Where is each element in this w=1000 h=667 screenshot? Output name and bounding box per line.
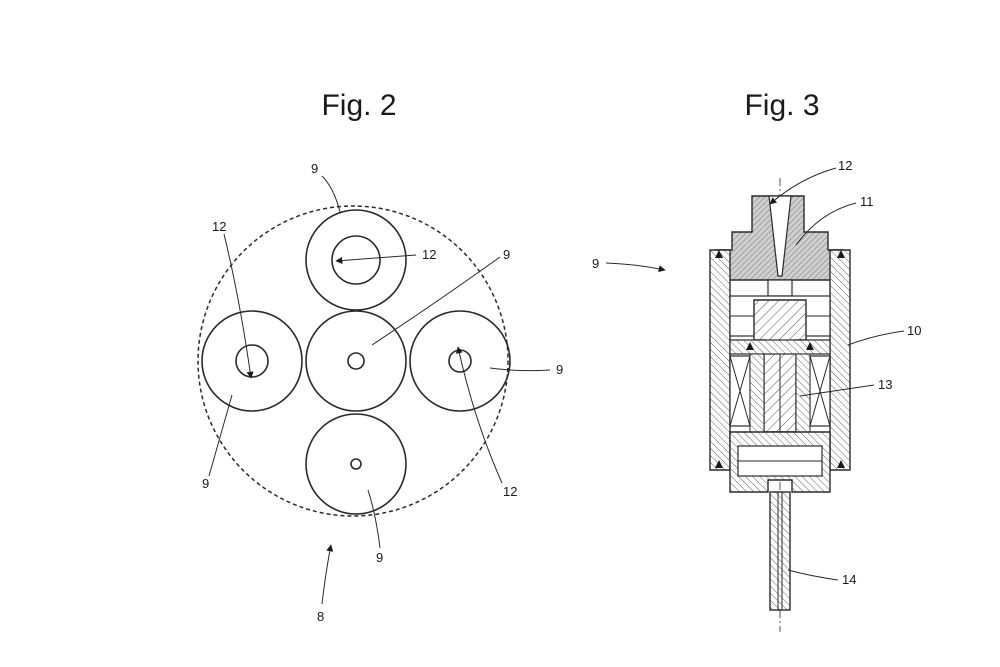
leader-center-9 <box>371 256 501 346</box>
leader-bottom-9 <box>367 489 381 549</box>
label-left-12: 12 <box>212 219 226 234</box>
label-ref-14: 14 <box>842 572 856 587</box>
inner-sleeve-right <box>795 353 811 433</box>
nozzle-bore <box>768 195 792 277</box>
leader-assembly-8 <box>321 544 334 605</box>
label-top-9: 9 <box>311 161 318 176</box>
leader-right-9 <box>489 367 551 372</box>
coil-right <box>809 355 831 427</box>
assembly-outline-dashed <box>197 205 509 517</box>
figure-2: Fig. 2 <box>197 89 563 624</box>
seals <box>715 250 845 468</box>
cartridge-center <box>305 310 407 412</box>
fig3-title: Fig. 3 <box>744 89 819 122</box>
leader-ref-13 <box>799 384 875 397</box>
label-ref-9: 9 <box>592 256 599 271</box>
leader-right-12 <box>455 346 503 484</box>
coil-left <box>729 355 751 427</box>
label-right-12: 12 <box>503 484 517 499</box>
label-right-9: 9 <box>556 362 563 377</box>
label-ref-10: 10 <box>907 323 921 338</box>
leader-top-9 <box>321 175 341 213</box>
feed-tube <box>769 491 791 611</box>
label-bottom-9: 9 <box>376 550 383 565</box>
fig2-title: Fig. 2 <box>321 89 396 122</box>
label-ref-12: 12 <box>838 158 852 173</box>
label-ref-13: 13 <box>878 377 892 392</box>
leader-ref-12 <box>769 167 837 205</box>
leader-ref-11 <box>795 202 857 246</box>
label-assembly-8: 8 <box>317 609 324 624</box>
cartridge-top <box>305 209 407 311</box>
cartridge-bottom <box>305 413 407 515</box>
housing-left-wall <box>709 249 731 471</box>
figure-3: Fig. 3 <box>592 89 921 632</box>
valve-seat <box>767 279 793 297</box>
label-ref-11: 11 <box>860 194 874 209</box>
leader-ref-14 <box>787 569 839 581</box>
leader-left-9 <box>208 394 233 477</box>
label-center-9: 9 <box>503 247 510 262</box>
leader-left-12 <box>223 233 254 379</box>
housing-right-wall <box>829 249 851 471</box>
inner-sleeve-left <box>749 353 765 433</box>
label-top-12: 12 <box>422 247 436 262</box>
leader-top-12 <box>335 254 417 265</box>
leader-ref-10 <box>847 330 905 346</box>
cartridge-right <box>409 310 511 412</box>
pole-ring <box>729 339 831 355</box>
label-left-9: 9 <box>202 476 209 491</box>
cartridge-left <box>201 310 303 412</box>
leader-ref-9 <box>605 262 666 273</box>
